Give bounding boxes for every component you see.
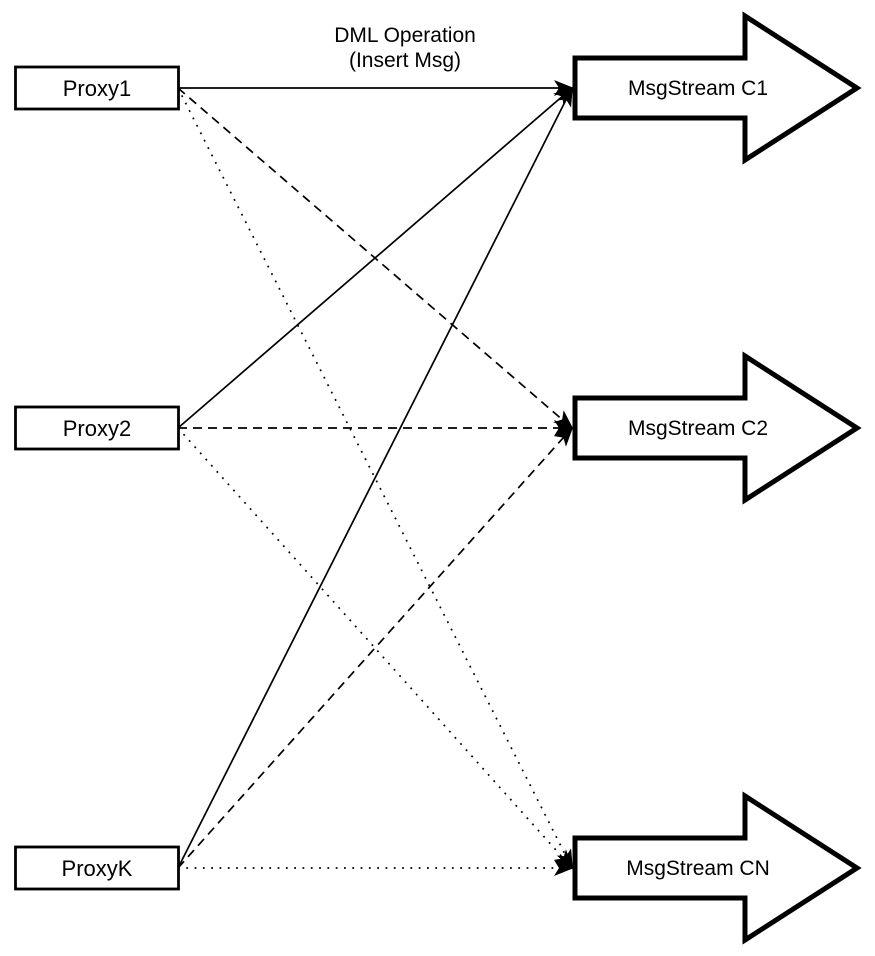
diagram-title-line1: DML Operation xyxy=(334,24,476,47)
stream-c1-node: MsgStream C1 xyxy=(572,11,862,165)
stream-c2-node: MsgStream C2 xyxy=(572,351,862,505)
proxyk-node: ProxyK xyxy=(14,845,180,891)
edge-proxyk-c1 xyxy=(177,86,573,869)
stream-cn-label: MsgStream CN xyxy=(626,857,770,880)
stream-c1-arrow xyxy=(572,11,862,165)
proxy2-node: Proxy2 xyxy=(14,405,180,451)
edge-proxy2-c1 xyxy=(177,86,574,429)
stream-cn-arrow xyxy=(572,791,862,945)
proxy2-label: Proxy2 xyxy=(63,416,131,441)
proxy1-box xyxy=(14,65,180,111)
edge-proxyk-c2 xyxy=(177,426,574,869)
proxy2-box xyxy=(14,405,180,451)
stream-c2-label: MsgStream C2 xyxy=(628,417,768,440)
proxy1-node: Proxy1 xyxy=(14,65,180,111)
proxyk-label: ProxyK xyxy=(62,856,133,881)
proxyk-box xyxy=(14,845,180,891)
stream-cn-node: MsgStream CN xyxy=(572,791,862,945)
stream-c2-arrow xyxy=(572,351,862,505)
stream-c1-label: MsgStream C1 xyxy=(628,77,768,100)
diagram-title-line2: (Insert Msg) xyxy=(349,49,461,72)
proxy1-label: Proxy1 xyxy=(63,76,131,101)
edges-layer xyxy=(177,80,574,876)
